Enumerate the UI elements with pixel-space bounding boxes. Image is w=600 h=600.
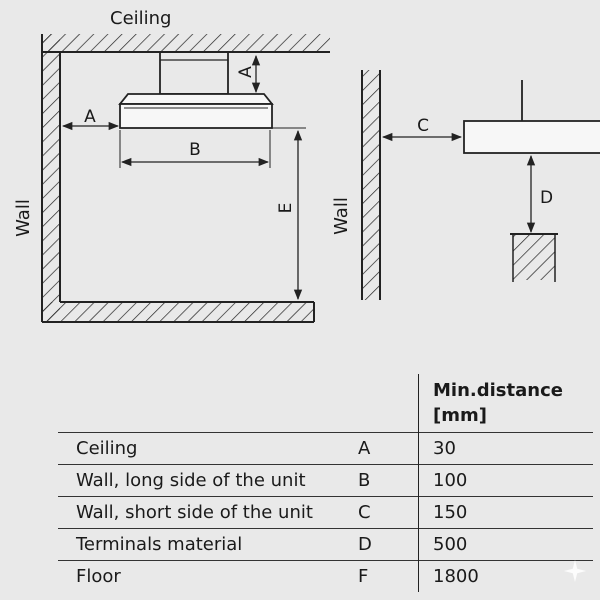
row-value: 30: [418, 432, 593, 465]
ceiling-label: Ceiling: [110, 8, 171, 29]
installation-clearance-diagram: A A B E Ceiling Wall C D: [13, 8, 600, 323]
row-item: Wall, long side of the unit: [58, 464, 358, 497]
dim-a-vertical-label: A: [236, 66, 256, 78]
row-code: A: [358, 432, 419, 465]
dim-c-label: C: [417, 116, 429, 136]
row-item: Wall, short side of the unit: [58, 496, 358, 529]
floor-hatch: [42, 302, 314, 322]
row-value: 500: [418, 528, 593, 561]
table-row: Ceiling A 30: [58, 432, 593, 465]
dim-e-label: E: [276, 203, 296, 214]
row-value: 150: [418, 496, 593, 529]
dim-d-label: D: [540, 188, 553, 208]
min-distance-table: Min.distance [mm] Ceiling A 30 Wall, lon…: [58, 374, 593, 592]
row-item: Ceiling: [58, 432, 358, 465]
min-distance-header: Min.distance [mm]: [418, 374, 593, 433]
table-row: Wall, long side of the unit B 100: [58, 464, 593, 497]
table-row: Terminals material D 500: [58, 528, 593, 561]
right-wall-label: Wall: [331, 197, 352, 235]
header-line-2: [mm]: [433, 405, 487, 426]
table-row: Wall, short side of the unit C 150: [58, 496, 593, 529]
wall-hatch: [42, 34, 60, 322]
table-row: Floor F 1800: [58, 560, 593, 592]
table-header-row: Min.distance [mm]: [58, 374, 593, 433]
row-code: B: [358, 464, 419, 497]
row-item: Floor: [58, 560, 358, 592]
row-code: F: [358, 560, 419, 592]
sparkle-icon: [564, 560, 586, 582]
ceiling-hatch: [42, 34, 330, 52]
row-code: D: [358, 528, 419, 561]
dim-b-label: B: [189, 140, 201, 160]
row-code: C: [358, 496, 419, 529]
row-value: 1800: [418, 560, 593, 592]
heater-unit-profile: [463, 120, 600, 154]
terminals-material-block: [513, 234, 555, 280]
left-wall-label: Wall: [13, 199, 34, 237]
mounting-box: [159, 51, 229, 95]
left-room-view: A A B E Ceiling Wall: [13, 8, 330, 323]
right-wall-hatch: [362, 70, 380, 300]
heater-unit: [118, 93, 274, 129]
dim-a-horizontal-label: A: [84, 107, 96, 127]
header-line-1: Min.distance: [433, 380, 563, 401]
row-item: Terminals material: [58, 528, 358, 561]
row-value: 100: [418, 464, 593, 497]
right-side-view: C D Wall: [331, 70, 600, 300]
